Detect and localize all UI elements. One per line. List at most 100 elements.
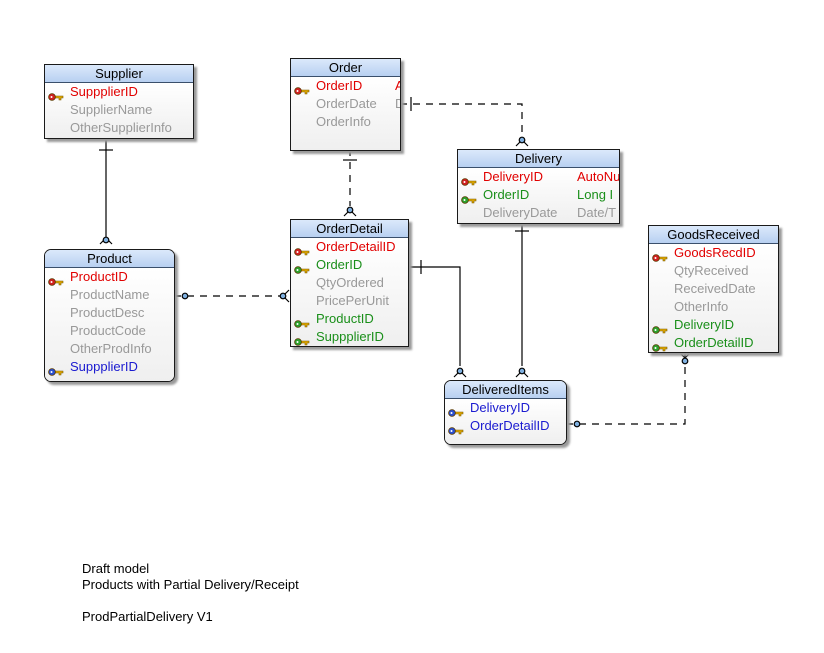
attribute-row[interactable]: OrderDate D (291, 95, 400, 113)
entity-title: GoodsReceived (649, 226, 778, 244)
key-icon-fk (652, 339, 668, 352)
attribute-row[interactable]: OtherInfo (649, 298, 778, 316)
entity-title: Order (291, 59, 400, 77)
rel-orderdetail-delivereditems (408, 266, 461, 366)
entity-title: DeliveredItems (445, 381, 566, 399)
attribute-row[interactable]: ProductID (45, 268, 174, 286)
attribute-name: OrderDetailID (316, 239, 396, 254)
attribute-row[interactable]: GoodsRecdID (649, 244, 778, 262)
attribute-row[interactable]: DeliveryID (445, 399, 566, 417)
attribute-row[interactable]: SuppplierID (45, 83, 193, 101)
key-icon-fk (448, 422, 464, 435)
attribute-name: OrderID (316, 78, 363, 93)
attribute-row[interactable]: DeliveryID AutoNu (458, 168, 619, 186)
attribute-name: QtyReceived (674, 263, 749, 278)
attribute-name: SuppplierID (316, 329, 384, 344)
attribute-name: ProductCode (70, 323, 146, 338)
caption-line-2: Products with Partial Delivery/Receipt (82, 577, 299, 592)
caption-line-1: Draft model (82, 561, 150, 576)
attribute-row[interactable]: OtherSupplierInfo (45, 119, 193, 137)
attribute-type: Date/T (577, 205, 617, 220)
attribute-row[interactable]: OrderDetailID (445, 417, 566, 435)
caption-line-3: ProdPartialDelivery V1 (82, 609, 213, 624)
attribute-type: D (395, 95, 400, 113)
attribute-name: SuppplierID (70, 359, 138, 374)
entity-attributes: DeliveryID OrderDetailID (445, 399, 566, 444)
entity-title: Product (45, 250, 174, 268)
attribute-row[interactable]: OtherProdInfo (45, 340, 174, 358)
attribute-name: DeliveryID (483, 169, 543, 184)
key-icon-pk (294, 82, 310, 95)
attribute-row[interactable]: OrderDetailID (649, 334, 778, 352)
attribute-row[interactable]: ProductName (45, 286, 174, 304)
attribute-row[interactable]: ProductCode (45, 322, 174, 340)
attribute-row[interactable]: ProductID (291, 310, 408, 328)
rel-delivereditems-goodsreceived (566, 352, 686, 425)
attribute-row[interactable]: SuppplierID (291, 328, 408, 346)
entity-attributes: OrderID A OrderDate D OrderInfo (291, 77, 400, 150)
attribute-name: SupplierName (70, 102, 153, 117)
attribute-type: Long I (577, 187, 614, 202)
key-icon-fk (652, 321, 668, 334)
attribute-row[interactable]: ReceivedDate (649, 280, 778, 298)
attribute-name: DeliveryID (674, 317, 734, 332)
attribute-row[interactable]: QtyReceived (649, 262, 778, 280)
attribute-name: DeliveryID (470, 400, 530, 415)
attribute-row[interactable]: DeliveryID (649, 316, 778, 334)
attribute-row[interactable]: OrderID A (291, 77, 400, 95)
key-icon-fk (48, 363, 64, 376)
entity-title: Delivery (458, 150, 619, 168)
attribute-row[interactable]: PricePerUnit (291, 292, 408, 310)
entity-order[interactable]: Order OrderID A OrderDate D OrderInfo (290, 58, 401, 151)
attribute-name: OrderDate (316, 96, 377, 111)
attribute-name: OrderDetailID (470, 418, 550, 433)
attribute-row[interactable]: ProductDesc (45, 304, 174, 322)
entity-delivereditems[interactable]: DeliveredItems DeliveryID OrderDetailID (444, 380, 567, 445)
attribute-name: DeliveryDate (483, 205, 558, 220)
rel-order-delivery (400, 103, 523, 136)
attribute-name: ProductName (70, 287, 150, 302)
key-icon-fk (294, 333, 310, 346)
attribute-row[interactable]: SupplierName (45, 101, 193, 119)
attribute-name: PricePerUnit (316, 293, 389, 308)
key-icon-pk (294, 243, 310, 256)
key-icon-fk (294, 261, 310, 274)
attribute-name: ProductID (316, 311, 374, 326)
key-icon-pk (48, 88, 64, 101)
key-icon-pk (652, 249, 668, 262)
attribute-name: OrderInfo (316, 114, 371, 129)
attribute-row[interactable]: SuppplierID (45, 358, 174, 376)
attribute-type: AutoNu (577, 169, 620, 184)
attribute-name: ProductDesc (70, 305, 145, 320)
attribute-name: OrderDetailID (674, 335, 754, 350)
attribute-name: QtyOrdered (316, 275, 384, 290)
attribute-name: ProductID (70, 269, 128, 284)
attribute-name: GoodsRecdID (674, 245, 756, 260)
entity-title: Supplier (45, 65, 193, 83)
attribute-name: OtherProdInfo (70, 341, 152, 356)
key-icon-pk (48, 273, 64, 286)
attribute-name: OrderID (316, 257, 363, 272)
attribute-row[interactable]: DeliveryDate Date/T (458, 204, 619, 222)
attribute-row[interactable]: OrderInfo (291, 113, 400, 131)
attribute-name: OtherSupplierInfo (70, 120, 172, 135)
key-icon-fk (461, 191, 477, 204)
attribute-type: A (395, 77, 400, 95)
attribute-row[interactable]: OrderID (291, 256, 408, 274)
attribute-row[interactable]: QtyOrdered (291, 274, 408, 292)
attribute-row[interactable]: OrderDetailID (291, 238, 408, 256)
key-icon-fk (294, 315, 310, 328)
key-icon-fk (448, 404, 464, 417)
